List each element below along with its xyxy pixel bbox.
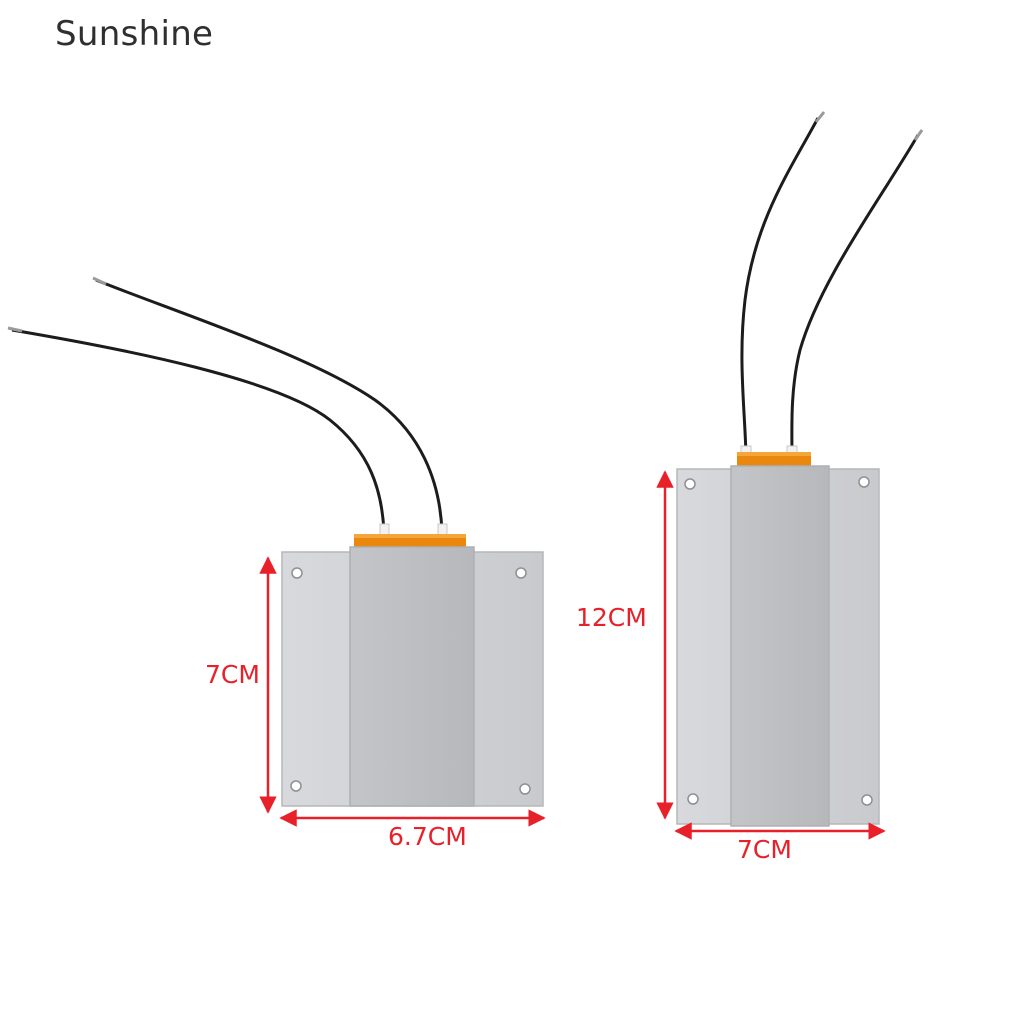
large-width-label: 7CM bbox=[737, 835, 792, 864]
plate-center-small bbox=[349, 546, 475, 807]
large-height-label: 12CM bbox=[576, 603, 647, 632]
wire-right bbox=[790, 134, 920, 457]
large-heater-plate bbox=[676, 111, 924, 827]
wire-right bbox=[95, 278, 444, 533]
wire-left bbox=[11, 328, 386, 533]
brand-watermark: Sunshine bbox=[55, 14, 214, 54]
plate-center-large bbox=[730, 465, 830, 827]
wire-left bbox=[740, 117, 820, 457]
small-height-label: 7CM bbox=[205, 660, 260, 689]
small-width-label: 6.7CM bbox=[388, 822, 467, 851]
small-heater-plate bbox=[7, 276, 544, 807]
